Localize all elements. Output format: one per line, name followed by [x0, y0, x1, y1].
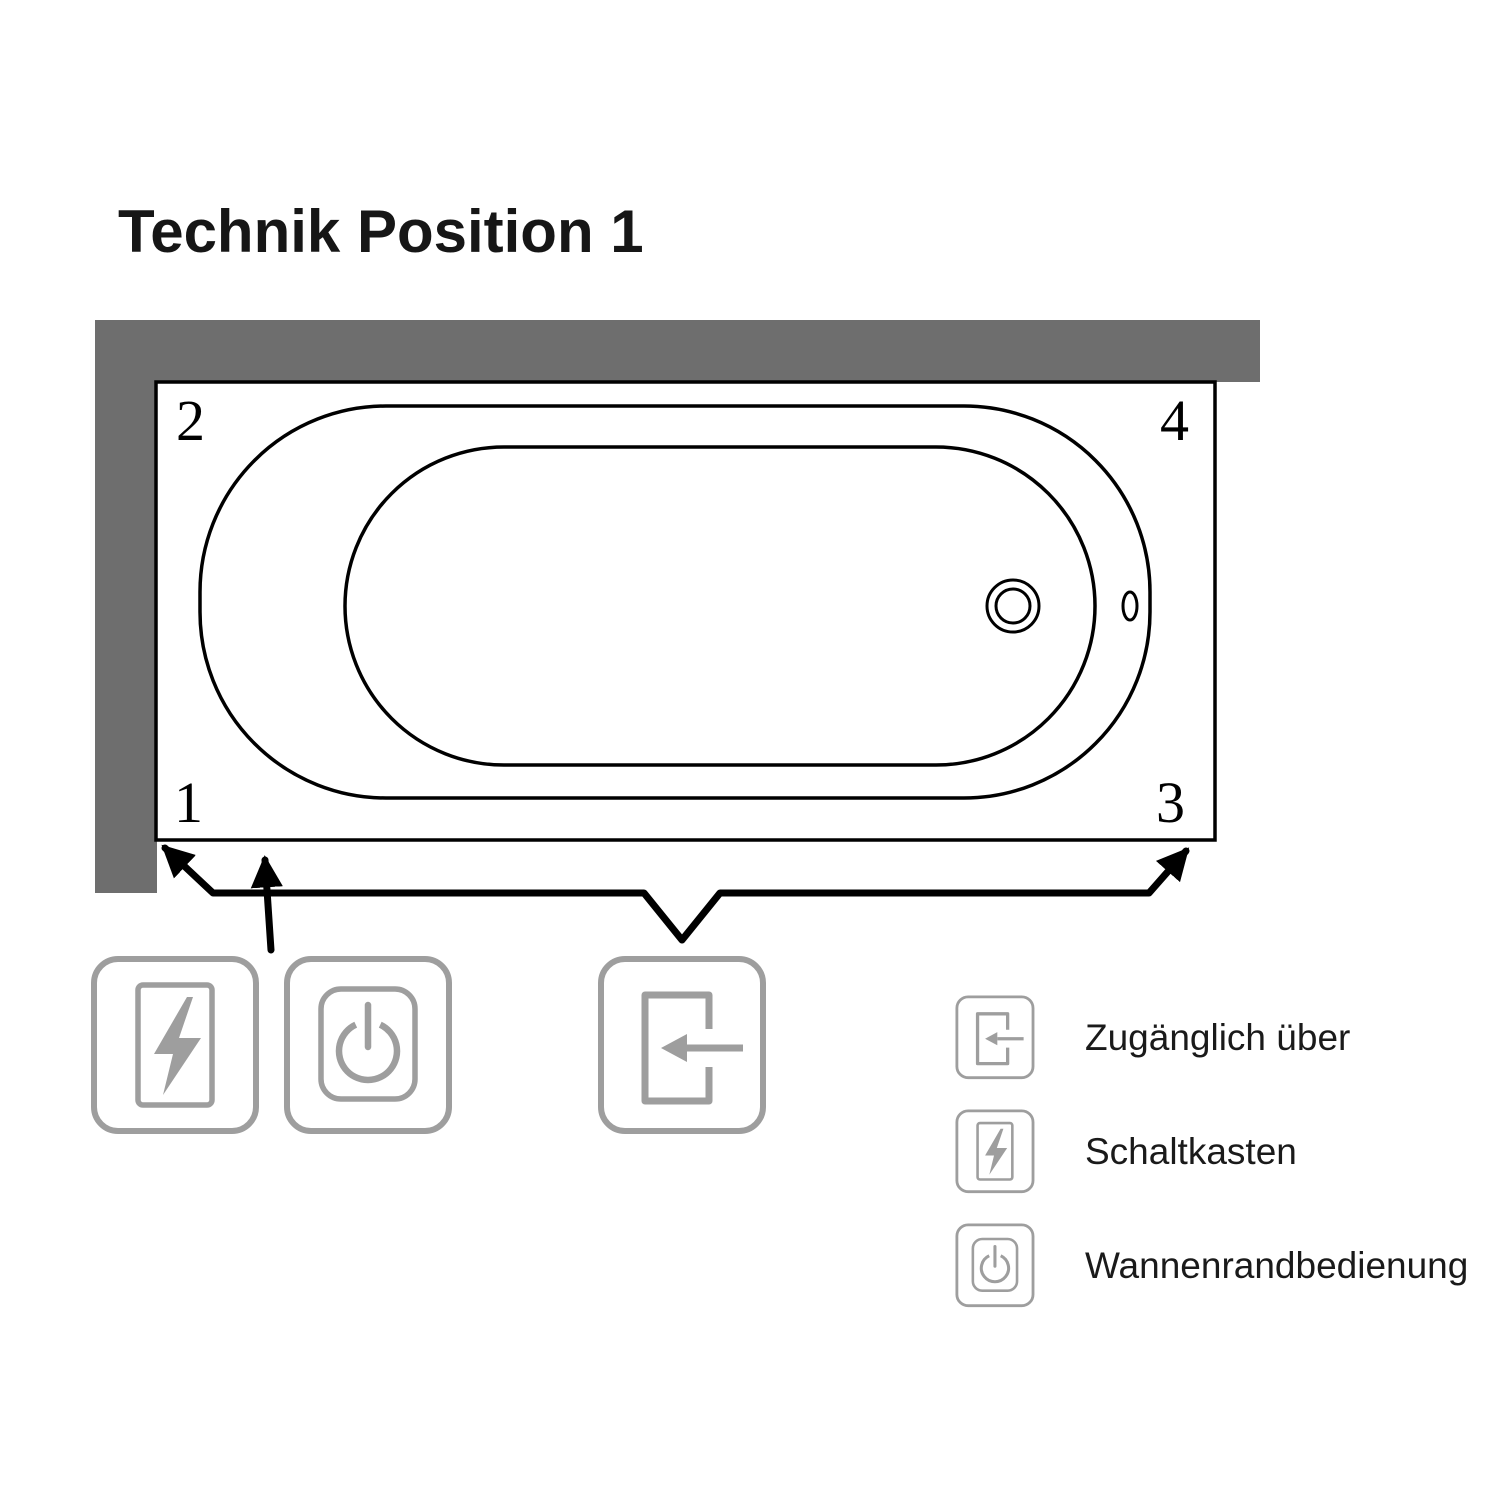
legend-row-access: Zugänglich über: [955, 995, 1350, 1080]
overflow-icon: [1121, 590, 1139, 622]
access-door-icon-large: [601, 959, 763, 1131]
wall-left: [95, 320, 157, 893]
position-3-label: 3: [1156, 770, 1185, 835]
lightning-icon-small: [955, 1109, 1035, 1194]
access-bracket-arrow: [161, 844, 1190, 944]
legend-label-schaltkasten: Schaltkasten: [1085, 1131, 1297, 1172]
bathtub-basin: [343, 445, 1097, 767]
legend-row-wannenrandbedienung: Wannenrandbedienung: [955, 1223, 1468, 1308]
position-2-label: 2: [176, 388, 205, 453]
drain-icon: [985, 578, 1041, 634]
drain-inner-ring: [994, 587, 1032, 625]
legend: Zugänglich über Schaltkasten Wannenrandb…: [955, 995, 1468, 1308]
lightning-icon-large: [94, 959, 256, 1131]
access-door-icon-small: [955, 995, 1035, 1080]
legend-row-schaltkasten: Schaltkasten: [955, 1109, 1297, 1194]
legend-label-wannenrandbedienung: Wannenrandbedienung: [1085, 1245, 1468, 1286]
position-4-label: 4: [1160, 388, 1189, 453]
power-icon-large: [287, 959, 449, 1131]
power-icon-small: [955, 1223, 1035, 1308]
wall-top: [95, 320, 1260, 382]
page-title: Technik Position 1: [118, 198, 644, 265]
controls-pointer-arrow: [250, 855, 283, 954]
legend-label-access: Zugänglich über: [1085, 1017, 1350, 1058]
position-1-label: 1: [174, 770, 203, 835]
